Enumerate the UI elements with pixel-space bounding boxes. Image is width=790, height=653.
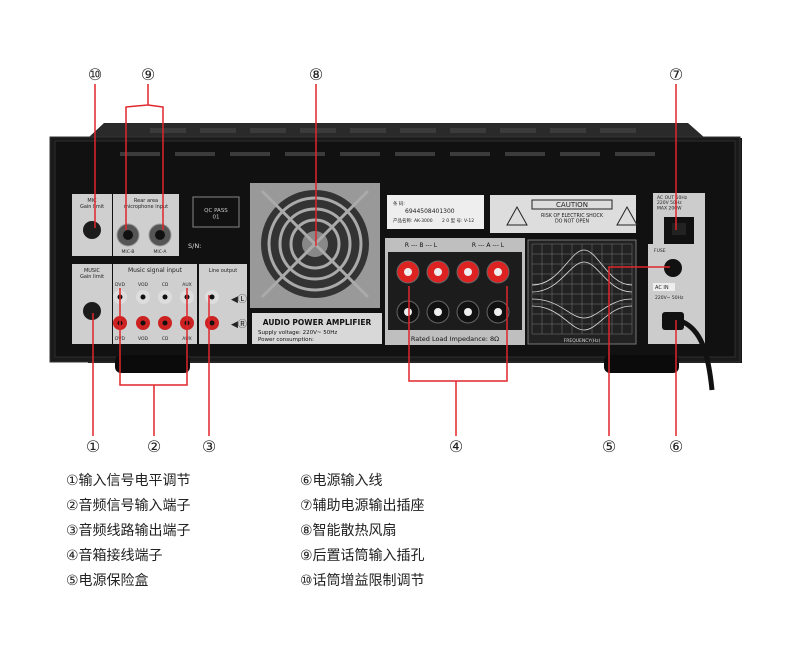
callout-marker-4: ④ xyxy=(449,437,463,456)
legend-item: ①输入信号电平调节 xyxy=(66,473,191,489)
svg-text:◀Ⓡ: ◀Ⓡ xyxy=(231,319,247,330)
svg-text:条 码:: 条 码: xyxy=(393,200,405,207)
fuse-label: FUSE xyxy=(654,248,666,254)
cooling-fan: AUDIO POWER AMPLIFIER Supply voltage: 22… xyxy=(250,183,382,344)
product-label-1: 产品名称: AK-3000 xyxy=(393,217,433,224)
callout-marker-9: ⑨ xyxy=(141,65,155,84)
impedance-label: Rated Load Impedance: 8Ω xyxy=(411,335,499,343)
callout-marker-5: ⑤ xyxy=(602,437,616,456)
amp-title: AUDIO POWER AMPLIFIER xyxy=(263,318,372,327)
legend-item: ③音频线路输出端子 xyxy=(66,523,191,539)
sn-label: S/N: xyxy=(188,242,201,250)
speaker-terminals: R --- B --- L R --- A --- L Rated Load I… xyxy=(385,238,525,345)
mic-b-label: MIC-B xyxy=(122,249,135,255)
mic-a-label: MIC-A xyxy=(154,249,168,255)
input-label-cd: CD xyxy=(162,282,169,288)
caution-title: CAUTION xyxy=(556,201,588,209)
callout-marker-1: ① xyxy=(86,437,100,456)
svg-text:◀Ⓛ: ◀Ⓛ xyxy=(231,294,247,305)
callout-marker-2: ② xyxy=(147,437,161,456)
frequency-label: FREQUENCY(Hz) xyxy=(564,338,601,344)
ac-in-label: AC IN xyxy=(655,285,669,291)
legend-item: ⑧智能散热风扇 xyxy=(300,523,397,539)
channel-a-label: R --- A --- L xyxy=(472,242,505,249)
line-output-label: Line output xyxy=(209,268,238,274)
input-label-vod: VOD xyxy=(138,282,149,288)
channel-b-label: R --- B --- L xyxy=(405,242,438,249)
supply-label: Supply voltage: 220V~ 50Hz xyxy=(258,330,337,336)
ac-in-spec: 220V~ 50Hz xyxy=(655,295,684,301)
legend-item: ⑥电源输入线 xyxy=(300,473,383,489)
consumption-label: Power consumption: xyxy=(258,337,314,343)
input-label-cd: CD xyxy=(162,336,169,342)
callout-marker-7: ⑦ xyxy=(669,65,683,84)
frequency-response-graph: FREQUENCY(Hz) xyxy=(527,239,637,345)
input-label-dvd: DVD xyxy=(115,282,125,288)
callout-lines xyxy=(92,84,677,436)
legend-item: ②音频信号输入端子 xyxy=(66,498,191,514)
callout-marker-10: ⑩ xyxy=(88,65,102,84)
legend-item: ④音箱接线端子 xyxy=(66,548,163,564)
product-label-2: 2 0 型 号: V-12 xyxy=(442,217,474,224)
callout-marker-8: ⑧ xyxy=(309,65,323,84)
legend-item: ⑩话筒增益限制调节 xyxy=(300,573,425,589)
barcode-number: 6944508401300 xyxy=(405,208,455,215)
legend-item: ⑦辅助电源输出插座 xyxy=(300,498,425,514)
barcode-sticker: 条 码: 6944508401300 产品名称: AK-3000 2 0 型 号… xyxy=(387,195,484,229)
callout-marker-6: ⑥ xyxy=(669,437,683,456)
input-label-vod: VOD xyxy=(138,336,149,342)
legend-item: ⑨后置话筒输入插孔 xyxy=(300,548,425,564)
music-signal-input-label: Music signal input xyxy=(128,267,183,274)
input-label-aux: AUX xyxy=(182,282,191,288)
legend-item: ⑤电源保险盒 xyxy=(66,573,149,589)
callout-marker-3: ③ xyxy=(202,437,216,456)
mic-gain-knob xyxy=(83,221,101,239)
